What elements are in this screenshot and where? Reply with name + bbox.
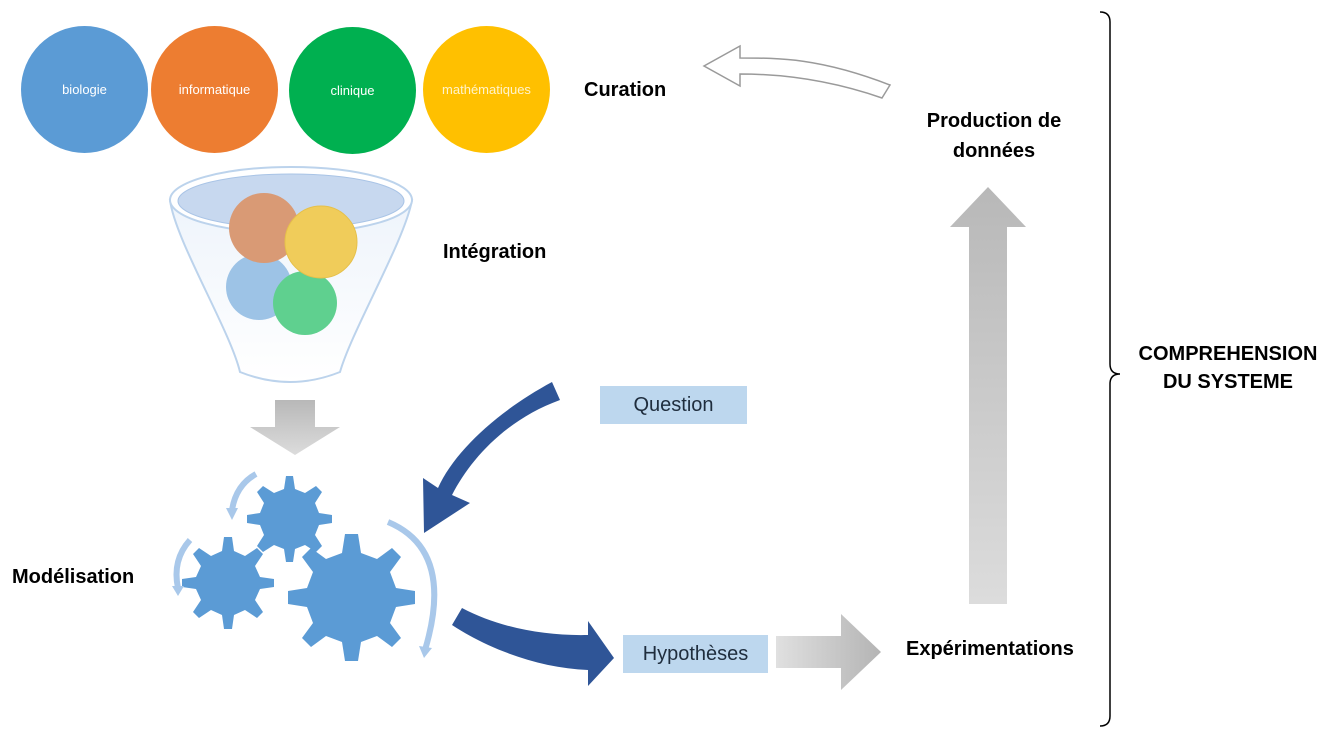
funnel-yellow-circle (284, 205, 358, 279)
discipline-label: biologie (62, 82, 107, 97)
down-arrow (250, 400, 340, 455)
modelisation-gears (182, 476, 415, 661)
comprehension-line-1: COMPREHENSION (1138, 343, 1318, 365)
question-box: Question (600, 386, 747, 424)
question-arrow (423, 382, 560, 533)
discipline-label: informatique (178, 82, 251, 97)
funnel-orange-circle (229, 193, 299, 263)
comprehension-line-2: DU SYSTEME (1162, 371, 1294, 393)
up-arrow (950, 187, 1026, 604)
experimentations-label: Expérimentations (906, 638, 1074, 660)
right-arrow (776, 614, 881, 690)
discipline-label: mathématiques (442, 82, 531, 97)
modelisation-label: Modélisation (12, 566, 135, 588)
hypotheses-box: Hypothèses (623, 635, 768, 673)
integration-funnel (168, 166, 414, 383)
curation-label: Curation (584, 79, 667, 101)
integration-label: Intégration (443, 241, 547, 263)
hypotheses-arrow (452, 608, 614, 686)
discipline-informatique: informatique (151, 26, 278, 153)
discipline-clinique: clinique (289, 27, 416, 154)
comprehension-bracket (1099, 11, 1121, 727)
production-line-2: données (952, 140, 1036, 162)
production-line-1: Production de (926, 110, 1062, 132)
production-label: Production de données (914, 106, 1074, 166)
discipline-label: clinique (330, 83, 375, 98)
gear-rotation-arcs (173, 471, 438, 651)
funnel-green-circle (273, 271, 337, 335)
discipline-biologie: biologie (21, 26, 148, 153)
discipline-mathematiques: mathématiques (423, 26, 550, 153)
comprehension-label: COMPREHENSION DU SYSTEME (1128, 340, 1328, 396)
curation-arrow (702, 44, 892, 99)
